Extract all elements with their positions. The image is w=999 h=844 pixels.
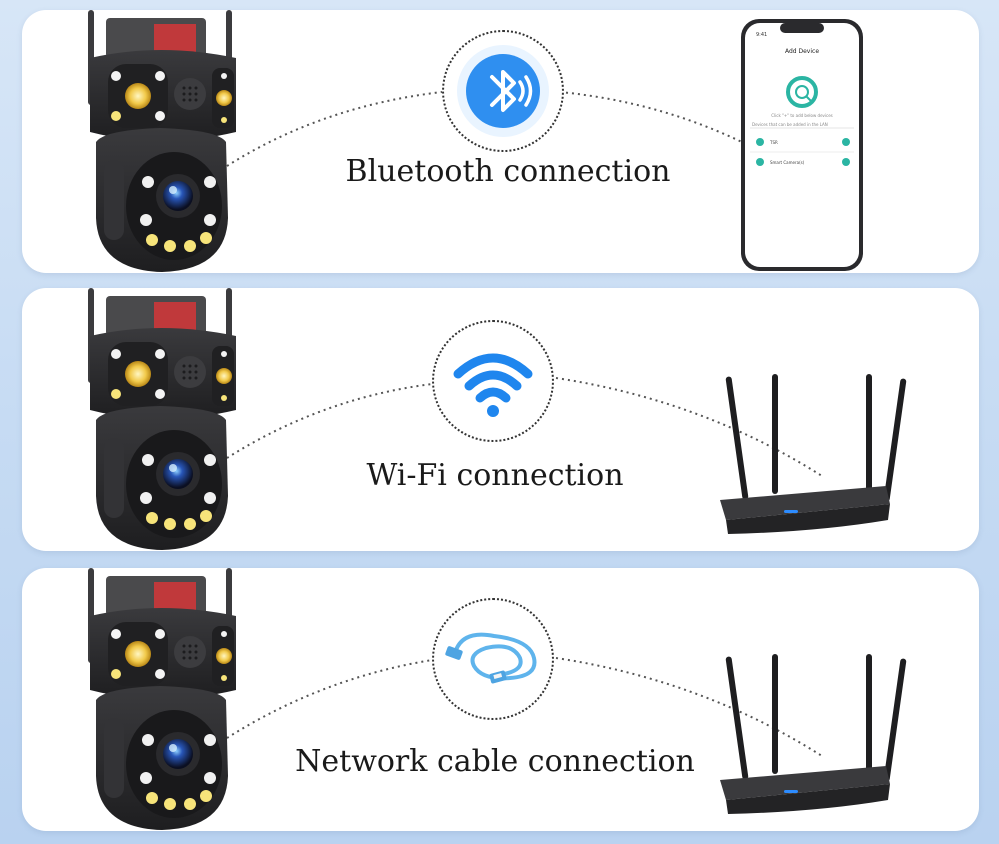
network-cable-panel: Network cable connection [22,568,979,831]
ptz-camera-image [88,288,236,550]
connection-lines [226,377,823,477]
router-image [720,654,907,814]
router-image [720,374,907,534]
cable-icon-circle [432,598,554,720]
connection-lines [226,91,751,167]
status-time: 9:41 [756,32,768,38]
bluetooth-icon-circle [442,30,564,152]
ethernet-cable-icon [445,632,537,684]
add-device-title: Add Device [784,48,820,55]
ptz-camera-image [88,568,236,830]
ptz-camera-image [88,10,236,272]
wifi-panel: Wi-Fi connection [22,288,979,551]
connection-caption: Wi-Fi connection [366,458,624,493]
connection-caption: Network cable connection [295,744,695,779]
add-device-hint: Click "+" to add below devices [771,113,833,118]
lan-list-header: Devices that can be added in the LAN [752,122,828,127]
bluetooth-panel: Bluetooth connection 9:41 Add Device Cli… [22,10,979,273]
device-list-item[interactable]: TSR [770,140,778,145]
wifi-icon-circle [432,320,554,442]
connection-lines [226,657,823,757]
smartphone-image: 9:41 Add Device Click "+" to add below d… [740,18,864,272]
bluetooth-icon [457,45,549,137]
wifi-icon [453,353,533,417]
connection-caption: Bluetooth connection [345,154,671,189]
device-list-item[interactable]: Smart Camera(s) [770,160,805,165]
smartphone-frame [741,19,863,271]
